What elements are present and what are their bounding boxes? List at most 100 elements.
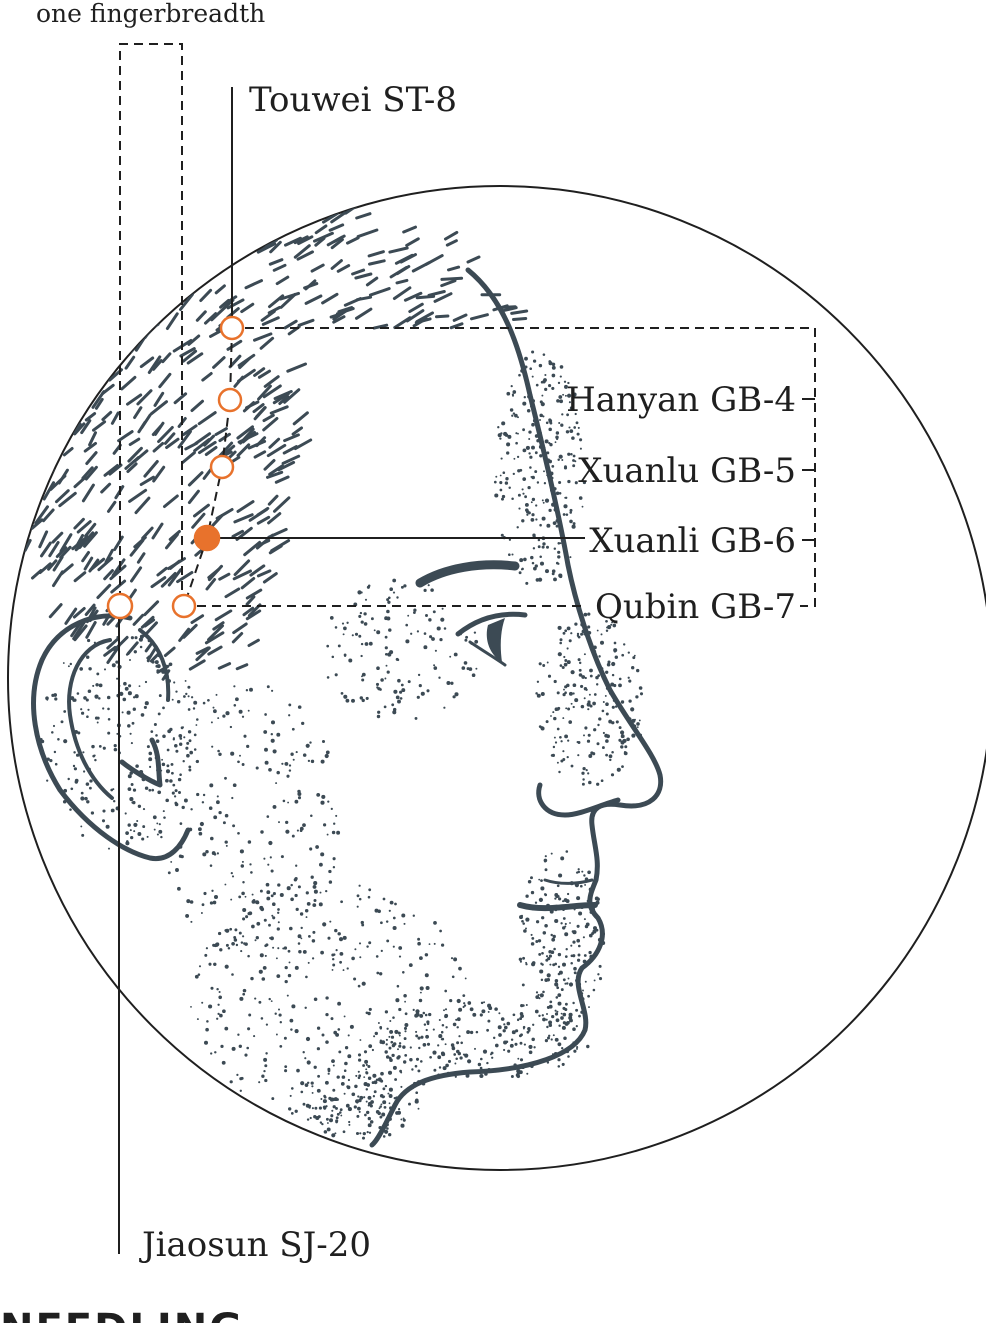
stipple-dot xyxy=(469,1007,474,1012)
stipple-dot xyxy=(537,939,542,943)
stipple-dot xyxy=(433,942,436,945)
stipple-dot xyxy=(359,1095,364,1100)
stipple-dot xyxy=(530,501,533,504)
stipple-dot xyxy=(582,480,587,485)
stipple-dot xyxy=(548,954,552,958)
hair-stroke xyxy=(149,400,168,416)
stipple-dot xyxy=(568,691,573,696)
stipple-dot xyxy=(487,1003,492,1008)
hair-stroke xyxy=(27,494,36,509)
stipple-dot xyxy=(339,1111,342,1114)
stipple-dot xyxy=(187,708,191,711)
qubin-label: Qubin GB-7 xyxy=(595,587,796,627)
hair-stroke xyxy=(72,621,86,641)
stipple-dot xyxy=(179,737,183,740)
stipple-dot xyxy=(455,1018,458,1021)
stipple-dot xyxy=(555,983,559,987)
stipple-dot xyxy=(525,508,529,512)
stipple-dot xyxy=(517,1057,520,1060)
stipple-dot xyxy=(420,1060,423,1063)
hair-stroke xyxy=(206,234,219,245)
stipple-dot xyxy=(354,1084,358,1089)
stipple-dot xyxy=(576,632,580,636)
stipple-dot xyxy=(237,1033,240,1036)
stipple-dot xyxy=(515,432,518,435)
stipple-dot xyxy=(390,1040,394,1044)
stipple-dot xyxy=(306,1118,310,1121)
stipple-dot xyxy=(552,711,555,714)
stipple-dot xyxy=(508,486,511,490)
stipple-dot xyxy=(598,964,602,968)
stipple-dot xyxy=(245,689,249,692)
stipple-dot xyxy=(618,683,622,688)
stipple-dot xyxy=(161,762,166,767)
stipple-dot xyxy=(393,689,398,694)
hair-stroke xyxy=(124,355,136,370)
stipple-dot xyxy=(166,748,170,752)
stipple-dot xyxy=(173,795,177,798)
hair-stroke xyxy=(187,471,204,487)
stipple-dot xyxy=(528,430,532,434)
stipple-dot xyxy=(577,658,581,662)
hair-stroke xyxy=(275,275,290,286)
stipple-dot xyxy=(376,686,379,689)
stipple-dot xyxy=(134,636,138,640)
stipple-dot xyxy=(174,802,179,807)
stipple-dot xyxy=(581,675,586,679)
hair-stroke xyxy=(248,508,269,522)
stipple-dot xyxy=(75,753,80,757)
stipple-dot xyxy=(380,1071,384,1076)
stipple-dot xyxy=(395,695,400,700)
stipple-dot xyxy=(520,568,523,571)
stipple-dot xyxy=(196,718,199,721)
hair-stroke xyxy=(415,294,436,300)
hair-stroke xyxy=(167,568,183,587)
stipple-dot xyxy=(546,978,551,982)
stipple-dot xyxy=(127,724,131,728)
hair-stroke xyxy=(253,406,267,421)
stipple-dot xyxy=(125,831,129,835)
stipple-dot xyxy=(427,584,430,587)
stipple-dot xyxy=(287,973,292,978)
stipple-dot xyxy=(563,688,565,691)
stipple-dot xyxy=(395,998,400,1003)
stipple-dot xyxy=(140,713,145,717)
stipple-dot xyxy=(357,1095,360,1098)
stipple-dot xyxy=(572,464,576,468)
stipple-dot xyxy=(238,709,243,714)
hair-stroke xyxy=(218,572,231,581)
stipple-dot xyxy=(522,1004,525,1007)
hair-stroke xyxy=(165,312,179,330)
stipple-dot xyxy=(122,697,127,702)
stipple-dot xyxy=(361,698,365,703)
stipple-dot xyxy=(548,1023,553,1028)
stipple-dot xyxy=(415,1098,419,1103)
stipple-dot xyxy=(213,853,217,856)
stipple-dot xyxy=(531,350,535,354)
stipple-dot xyxy=(557,1042,562,1047)
hair-stroke xyxy=(445,239,458,247)
stipple-dot xyxy=(510,1075,514,1078)
stipple-dot xyxy=(106,695,111,700)
hair-stroke xyxy=(268,437,281,449)
stipple-dot xyxy=(270,936,274,941)
stipple-dot xyxy=(329,616,334,620)
stipple-dot xyxy=(546,973,551,978)
stipple-dot xyxy=(558,421,561,425)
hair-stroke xyxy=(62,447,74,457)
stipple-dot xyxy=(517,469,521,473)
hair-stroke xyxy=(255,436,267,448)
stipple-dot xyxy=(348,1120,351,1124)
stipple-dot xyxy=(297,885,301,889)
ear-concha xyxy=(119,737,163,788)
stipple-dot xyxy=(386,598,390,602)
stipple-dot xyxy=(534,451,538,455)
stipple-dot xyxy=(246,1046,250,1050)
stipple-dot xyxy=(542,542,546,546)
touwei-point xyxy=(219,315,245,341)
stipple-dot xyxy=(182,760,185,763)
stipple-dot xyxy=(475,667,478,670)
stipple-dot xyxy=(179,822,183,825)
stipple-dot xyxy=(214,1051,217,1054)
hair-stroke xyxy=(134,292,146,306)
